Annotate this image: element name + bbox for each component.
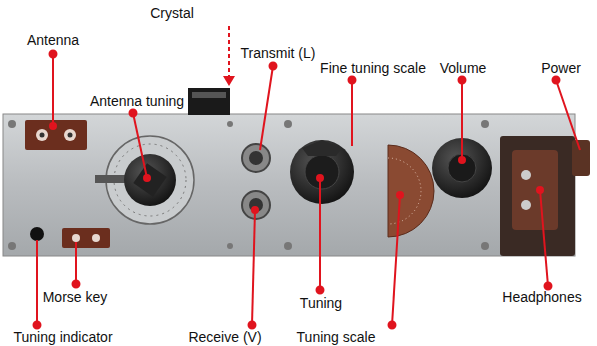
part-label: Volume — [440, 60, 487, 76]
part-label: Tuning indicator — [13, 329, 112, 345]
part-label: Headphones — [502, 289, 581, 305]
part-label: Morse key — [43, 289, 108, 305]
part-label: Crystal — [150, 5, 194, 21]
part-label: Tuning scale — [297, 329, 376, 345]
part-label: Transmit (L) — [241, 45, 316, 61]
part-label: Antenna — [27, 32, 79, 48]
part-label: Fine tuning scale — [320, 60, 426, 76]
part-label: Receive (V) — [188, 329, 261, 345]
part-label: Antenna tuning — [90, 93, 184, 109]
part-label: Tuning — [300, 295, 342, 311]
part-label: Power — [541, 60, 581, 76]
